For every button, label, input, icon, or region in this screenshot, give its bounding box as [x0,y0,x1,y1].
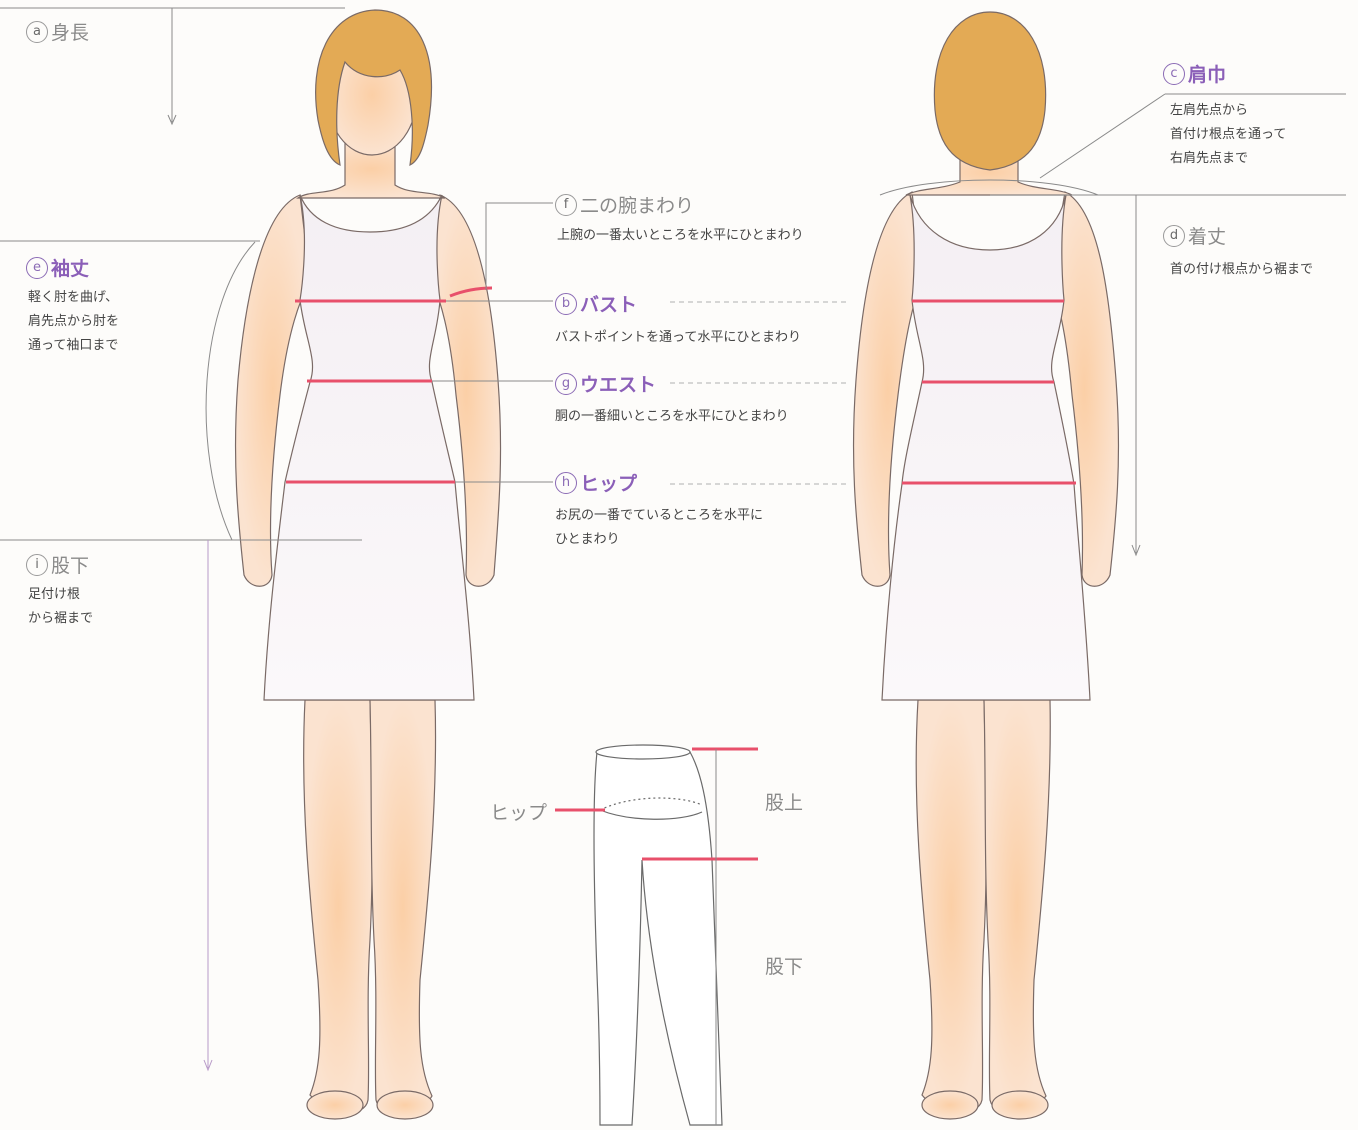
front-left-foot [306,1090,364,1120]
front-left-leg [303,699,373,1114]
pants-outline [593,751,723,1126]
desc-shoulder: 左肩先点から 首付け根点を通って 右肩先点まで [1170,103,1287,166]
back-right-foot [991,1090,1049,1120]
desc-hip: お尻の一番でているところを水平に ひとまわり [555,508,764,547]
marker-d: d [1163,224,1185,247]
front-neck [296,139,446,199]
name-waist: ウエスト [580,374,657,396]
name-length: 着丈 [1188,226,1227,248]
name-bust: バスト [580,294,638,316]
desc-upper-arm: 上腕の一番太いところを水平にひとまわり [557,228,804,243]
desc-waist: 胴の一番細いところを水平にひとまわり [555,409,789,424]
front-right-leg [369,699,437,1114]
pants-measure-lines [555,747,758,861]
desc-bust: バストポイントを通って水平にひとまわり [555,330,801,345]
pants-hip-label: ヒップ [490,802,548,824]
front-measure-lines [286,286,493,484]
marker-b: b [555,292,577,315]
name-sleeve: 袖丈 [51,258,90,280]
back-figure [852,11,1120,1120]
back-left-foot [921,1090,979,1120]
marker-h: h [555,471,577,494]
dashed-leaders [670,301,848,485]
pants-hip-dotted [599,797,703,811]
marker-c: c [1163,62,1185,85]
marker-a: a [26,20,48,43]
back-left-leg [915,699,987,1114]
pants-waistband [595,744,691,760]
marker-e: e [26,256,48,279]
marker-i: i [26,553,48,576]
desc-length: 首の付け根点から裾まで [1170,262,1314,277]
marker-f: f [555,193,577,216]
pants-rise-label: 股上 [765,792,804,814]
pants-inseam-label: 股下 [765,956,804,978]
back-right-arm [1049,191,1120,587]
back-leader-lines [879,93,1346,557]
front-upper-arm-line [449,286,493,298]
name-hip: ヒップ [580,473,638,495]
desc-inseam: 足付け根 から裾まで [28,587,94,626]
name-inseam: 股下 [51,555,90,577]
name-shoulder: 肩巾 [1188,64,1227,86]
back-right-leg [983,699,1051,1114]
front-right-foot [376,1090,434,1120]
back-measure-lines [902,299,1076,485]
name-height: 身長 [51,22,90,44]
front-hair [315,9,432,167]
back-left-arm [852,191,923,587]
back-dress [881,194,1091,701]
marker-g: g [555,372,577,395]
front-leader-lines [0,7,553,1072]
pants-diagram [593,744,723,1126]
name-upper-arm: 二の腕まわり [580,195,695,217]
back-hair [933,11,1047,171]
desc-sleeve: 軽く肘を曲げ、 肩先点から肘を 通って袖口まで [28,290,120,353]
front-dress [263,194,475,701]
front-left-arm [234,194,311,587]
front-figure [234,9,502,1120]
pants-hip-curve [599,809,703,820]
